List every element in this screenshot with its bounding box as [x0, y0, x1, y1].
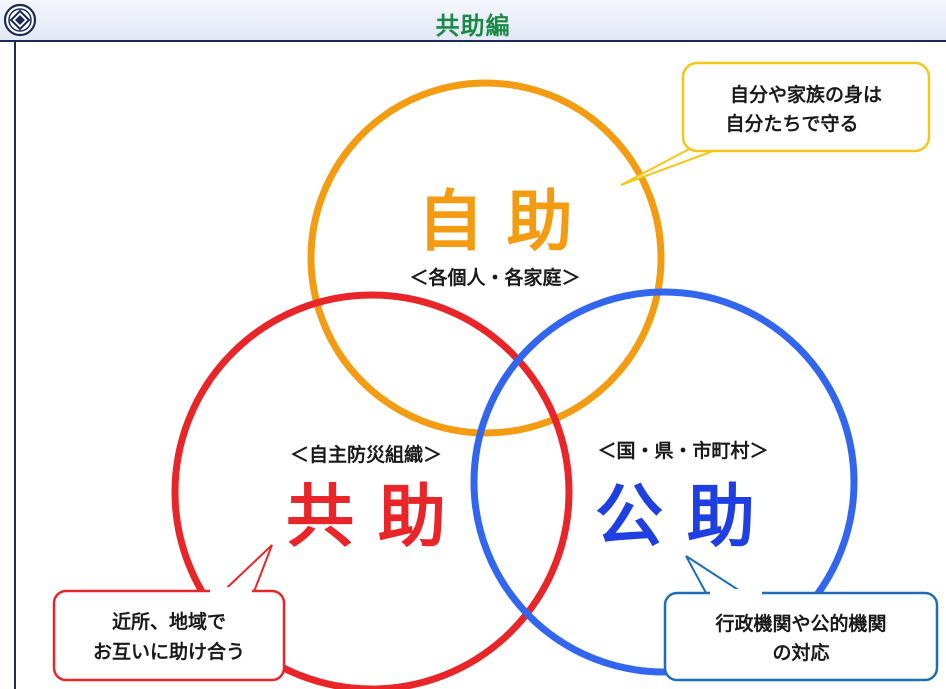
- page-title: 共助編: [435, 12, 511, 40]
- jijo-subtitle: ＜各個人・各家庭＞: [409, 266, 580, 289]
- kyojo-circle: [171, 291, 573, 689]
- jijo-callout: 自分や家族の身は 自分たちで守る: [620, 61, 931, 186]
- kojo-callout-line-2: の対応: [772, 641, 829, 664]
- kojo-circle: [470, 288, 858, 676]
- kyojo-subtitle: ＜自主防災組織＞: [290, 443, 442, 466]
- jijo-circle: [307, 79, 665, 437]
- kojo-callout-line-1: 行政機関や公的機関: [714, 612, 886, 635]
- kyojo-callout: 近所、地域で お互いに助け合う: [52, 544, 286, 682]
- kyojo-title: 共 助: [286, 478, 446, 557]
- kojo-callout: 行政機関や公的機関 の対応: [663, 555, 939, 682]
- jijo-callout-line-1: 自分や家族の身は: [730, 83, 882, 106]
- emblem-icon: [3, 3, 37, 37]
- frame-border: [14, 42, 16, 689]
- kyojo-callout-line-2: お互いに助け合う: [93, 640, 245, 663]
- jijo-callout-line-2: 自分たちで守る: [725, 112, 858, 135]
- header-bar: 共助編: [0, 0, 946, 42]
- kyojo-callout-line-1: 近所、地域で: [112, 610, 226, 633]
- jijo-title: 自 助: [418, 183, 573, 260]
- kojo-subtitle: ＜国・県・市町村＞: [597, 439, 768, 462]
- kojo-title: 公 助: [595, 478, 755, 557]
